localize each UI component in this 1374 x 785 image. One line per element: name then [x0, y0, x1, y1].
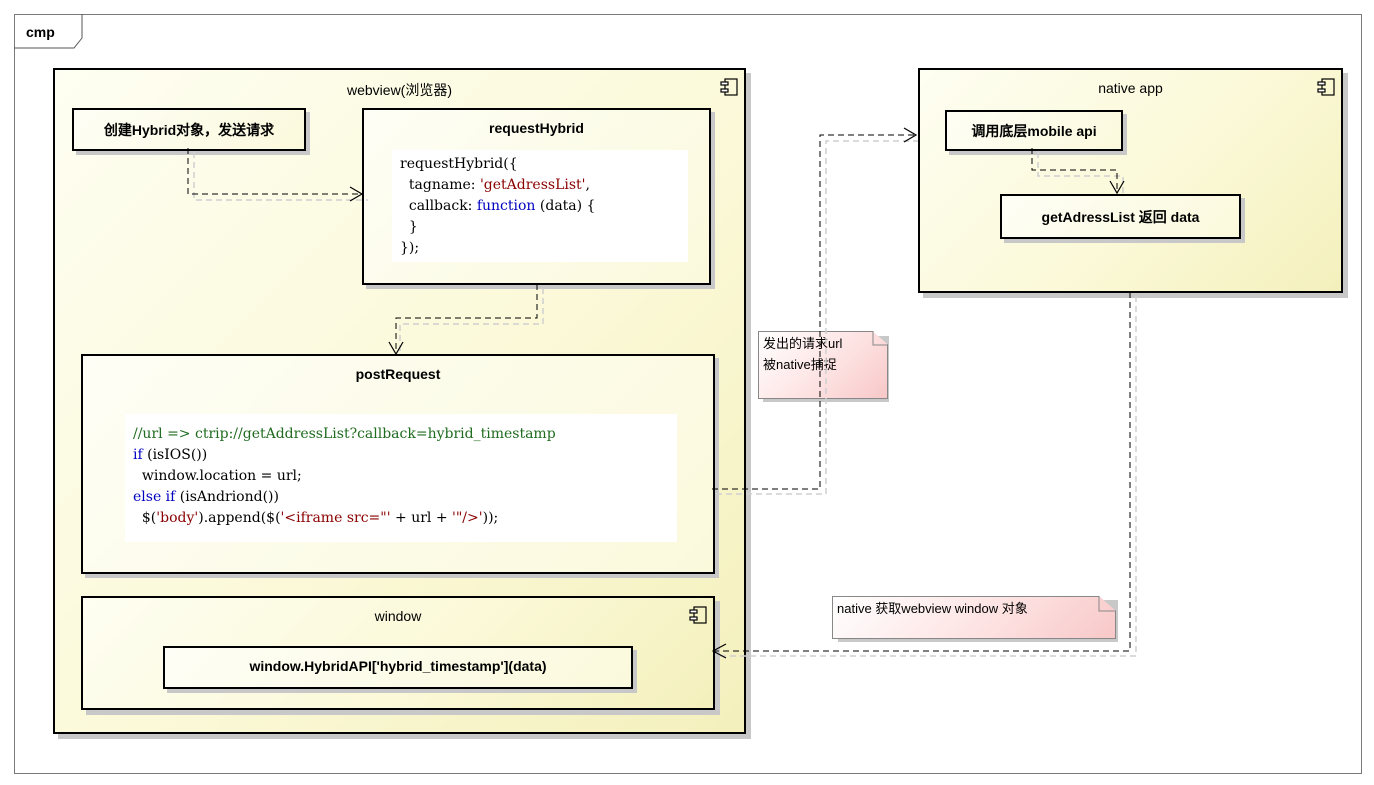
connector-native-to-window: [714, 292, 1131, 652]
native-app-title: native app: [1098, 80, 1163, 96]
note-capture-line1: 发出的请求url: [763, 336, 843, 351]
window-title: window: [374, 608, 422, 624]
note-capture[interactable]: 发出的请求url 被native捕捉: [758, 331, 888, 399]
hybrid-api-call-label: window.HybridAPI['hybrid_timestamp'](dat…: [249, 658, 547, 674]
arrowhead-2: [388, 341, 404, 356]
connector-create-to-request: [187, 148, 360, 195]
frame-label: cmp: [26, 24, 55, 40]
component-icon: [689, 606, 707, 624]
arrowhead-1: [349, 186, 364, 202]
note-capture-fold: [872, 331, 888, 346]
component-icon: [1317, 78, 1335, 96]
component-icon: [720, 78, 738, 96]
post-request-box[interactable]: postRequest //url => ctrip://getAddressL…: [81, 354, 715, 574]
arrowhead-5: [711, 643, 727, 659]
connector-api-to-data: [1031, 148, 1118, 191]
note-window-line1: native 获取webview window 对象: [837, 601, 1028, 616]
call-mobile-api-label: 调用底层mobile api: [971, 123, 1097, 139]
return-data-box[interactable]: getAdressList 返回 data: [1000, 194, 1241, 239]
arrowhead-4: [1109, 180, 1125, 195]
request-hybrid-code: requestHybrid({ tagname: 'getAdressList'…: [392, 150, 688, 262]
note-window[interactable]: native 获取webview window 对象: [832, 596, 1116, 639]
note-window-fold: [1098, 596, 1116, 612]
request-hybrid-box[interactable]: requestHybrid requestHybrid({ tagname: '…: [362, 108, 711, 285]
connector-request-to-post: [395, 284, 538, 352]
call-mobile-api-box[interactable]: 调用底层mobile api: [945, 110, 1123, 151]
note-capture-line2: 被native捕捉: [763, 357, 837, 372]
return-data-label: getAdressList 返回 data: [1041, 209, 1200, 225]
request-hybrid-title: requestHybrid: [489, 120, 584, 136]
hybrid-api-call-box[interactable]: window.HybridAPI['hybrid_timestamp'](dat…: [163, 646, 633, 689]
arrowhead-3: [903, 127, 918, 143]
post-request-title: postRequest: [355, 366, 441, 382]
create-hybrid-box[interactable]: 创建Hybrid对象，发送请求: [72, 108, 306, 151]
webview-title: webview(浏览器): [346, 82, 452, 98]
connector-post-to-native: [712, 134, 914, 490]
create-hybrid-label: 创建Hybrid对象，发送请求: [103, 122, 275, 138]
post-request-code: //url => ctrip://getAddressList?callback…: [125, 414, 677, 542]
frame-tab: [14, 14, 83, 49]
